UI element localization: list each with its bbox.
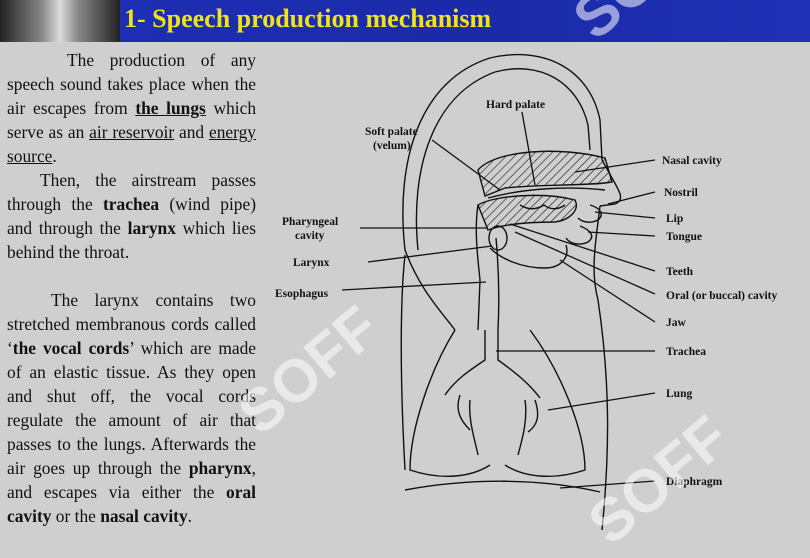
term-oral-cavity: oral cavity — [7, 482, 256, 526]
label-jaw: Jaw — [666, 317, 687, 329]
term-trachea: trachea — [103, 194, 160, 214]
diagram-labels: Hard palate Soft palate (velum) Nasal ca… — [275, 99, 777, 488]
term-nasal-cavity: nasal cavity — [100, 506, 188, 526]
speech-anatomy-diagram: Hard palate Soft palate (velum) Nasal ca… — [275, 53, 777, 531]
page-title: 1- Speech production mechanism — [124, 4, 492, 33]
label-nasal-cavity: Nasal cavity — [662, 155, 722, 167]
label-trachea: Trachea — [666, 346, 706, 358]
diagram-leader-lines — [341, 111, 656, 489]
term-energy-source: energy source — [7, 122, 256, 166]
label-diaphragm: Diaphragm — [666, 476, 723, 488]
paragraph-1: The production of any speech sound takes… — [7, 50, 257, 166]
label-nostril: Nostril — [664, 187, 698, 199]
label-esophagus: Esophagus — [275, 288, 329, 300]
label-larynx: Larynx — [293, 257, 330, 269]
title-bar: 1- Speech production mechanism — [0, 0, 810, 42]
label-lip: Lip — [666, 213, 683, 225]
term-air-reservoir: air reservoir — [89, 122, 175, 142]
paragraph-2: Then, the airstream passes through the t… — [7, 170, 256, 262]
label-lung: Lung — [666, 388, 692, 400]
label-oral-cavity: Oral (or buccal) cavity — [666, 290, 777, 302]
nasal-cavity-region — [477, 150, 613, 197]
label-velum: (velum) — [373, 140, 411, 152]
label-soft-palate: Soft palate — [365, 126, 418, 138]
header-badge — [0, 0, 120, 42]
term-pharynx: pharynx — [188, 458, 252, 478]
label-tongue: Tongue — [666, 231, 702, 243]
paragraph-3: The larynx contains two stretched membra… — [7, 290, 256, 526]
term-larynx: larynx — [127, 218, 176, 238]
label-pharyngeal-cavity: cavity — [295, 230, 325, 242]
term-lungs: the lungs — [135, 98, 206, 118]
term-vocal-cords: the vocal cords — [12, 338, 130, 358]
label-pharyngeal: Pharyngeal — [282, 216, 338, 228]
body-text: The production of any speech sound takes… — [7, 48, 256, 528]
tongue-region — [477, 194, 577, 231]
label-teeth: Teeth — [666, 266, 694, 278]
label-hard-palate: Hard palate — [486, 99, 545, 111]
anatomy-outline — [400, 53, 622, 531]
